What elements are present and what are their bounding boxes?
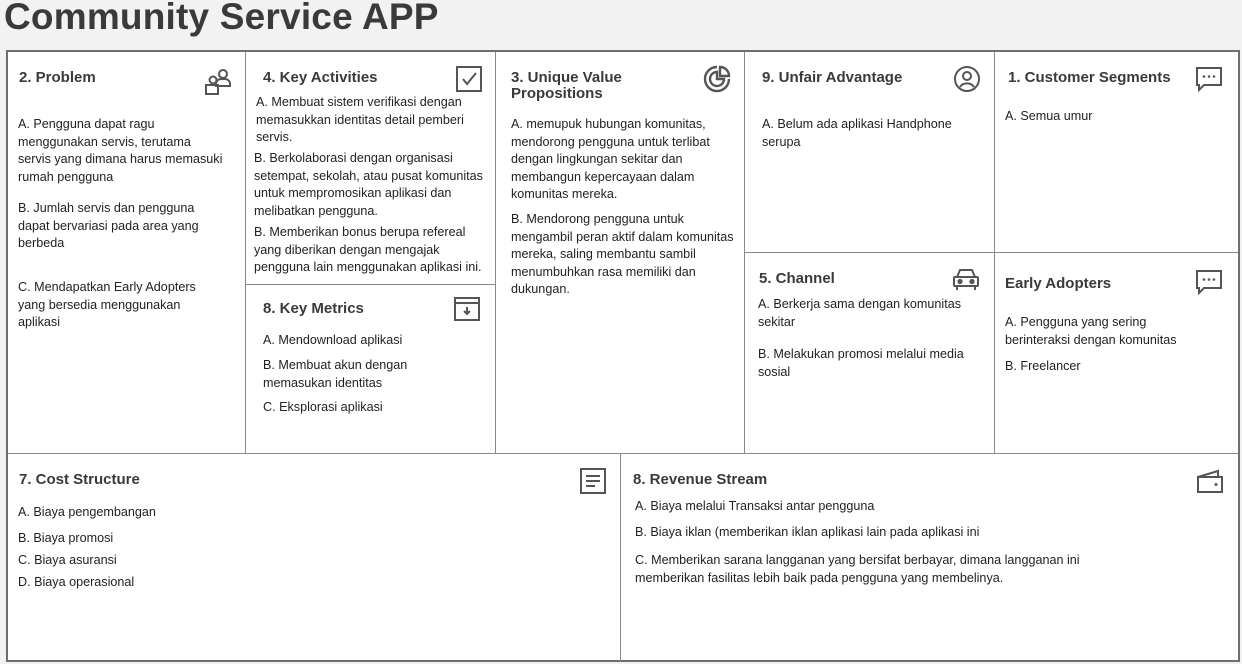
lean-canvas: 2. Problem A. Pengguna dapat ragu menggu… [6,50,1240,662]
checkbox-icon [454,64,484,94]
archive-box-icon [452,294,482,324]
section-heading: 2. Problem [19,69,96,86]
section-heading: 8. Revenue Stream [633,471,768,488]
list-item: B. Memberikan bonus berupa refereal yang… [254,225,482,274]
list-item: B. Melakukan promosi melalui media sosia… [758,347,964,379]
section-heading: 8. Key Metrics [263,300,364,317]
divider [744,252,1238,253]
divider [495,52,496,453]
section-heading: 1. Customer Segments [1008,69,1171,86]
list-item: A. Membuat sistem verifikasi dengan mema… [256,95,464,144]
document-lines-icon [578,466,608,496]
key-metrics-section: 8. Key Metrics A. Mendownload aplikasi B… [246,285,495,453]
list-item: C. Eksplorasi aplikasi [263,400,383,414]
list-item: B. Freelancer [1005,359,1081,373]
list-item: A. Semua umur [1005,109,1093,123]
list-item: B. Mendorong pengguna untuk mengambil pe… [511,212,734,296]
user-circle-icon [952,64,982,94]
chat-bubble-icon [1194,64,1224,94]
divider [245,284,495,285]
uvp-section: 3. Unique Value Propositions A. memupuk … [496,52,744,453]
divider [8,453,1238,454]
section-heading: 3. Unique Value Propositions [511,69,622,102]
section-heading: 5. Channel [759,270,835,287]
list-item: A. Berkerja sama dengan komunitas sekita… [758,297,962,329]
section-heading: 4. Key Activities [263,69,378,86]
page-title: Community Service APP [4,0,439,37]
list-item: A. memupuk hubungan komunitas, mendorong… [511,117,710,201]
list-item: A. Pengguna dapat ragu menggunakan servi… [18,117,223,184]
list-item: B. Berkolaborasi dengan organisasi setem… [254,151,483,218]
section-heading: 9. Unfair Advantage [762,69,903,86]
chat-bubble-icon [1194,267,1224,297]
list-item: A. Mendownload aplikasi [263,333,403,347]
channel-section: 5. Channel A. Berkerja sama dengan komun… [745,253,994,453]
list-item: A. Pengguna yang sering berinteraksi den… [1005,315,1177,347]
list-item: B. Biaya iklan (memberikan iklan aplikas… [635,525,980,539]
key-activities-section: 4. Key Activities A. Membuat sistem veri… [246,52,495,284]
divider [245,52,246,453]
people-icon [203,66,233,96]
list-item: C. Memberikan sarana langganan yang bers… [635,553,1080,585]
list-item: D. Biaya operasional [18,575,135,589]
cost-structure-section: 7. Cost Structure A. Biaya pengembangan … [8,454,620,662]
list-item: B. Membuat akun dengan memasukan identit… [263,358,408,390]
pie-chart-icon [702,64,732,94]
revenue-stream-section: 8. Revenue Stream A. Biaya melalui Trans… [621,454,1238,662]
list-item: A. Biaya melalui Transaksi antar penggun… [635,499,875,513]
list-item: B. Biaya promosi [18,531,114,545]
list-item: A. Biaya pengembangan [18,505,156,519]
customer-segments-section: 1. Customer Segments A. Semua umur [995,52,1238,252]
list-item: A. Belum ada aplikasi Handphone serupa [762,117,952,149]
list-item: C. Mendapatkan Early Adopters yang berse… [18,280,196,329]
unfair-advantage-section: 9. Unfair Advantage A. Belum ada aplikas… [745,52,994,252]
early-adopters-section: Early Adopters A. Pengguna yang sering b… [995,253,1238,453]
problem-section: 2. Problem A. Pengguna dapat ragu menggu… [8,52,245,453]
wallet-icon [1195,466,1225,496]
section-heading: Early Adopters [1005,275,1112,292]
list-item: B. Jumlah servis dan pengguna dapat berv… [18,201,199,250]
divider [620,453,621,662]
list-item: C. Biaya asuransi [18,553,117,567]
car-icon [951,264,981,294]
section-heading: 7. Cost Structure [19,471,140,488]
